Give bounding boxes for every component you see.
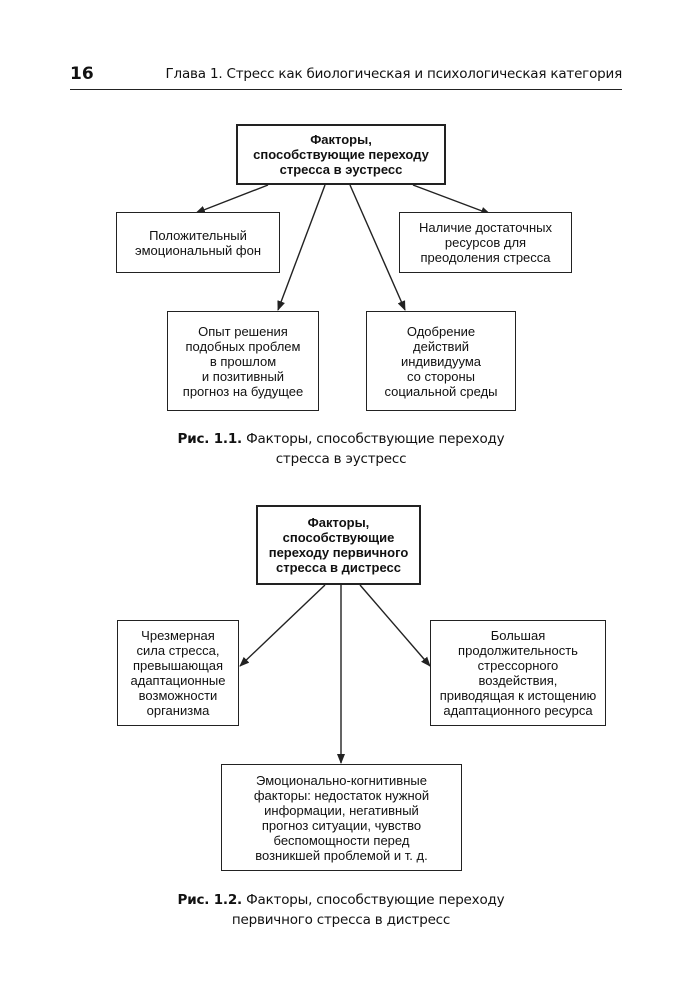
page-header: 16 Глава 1. Стресс как биологическая и п… [70,64,622,88]
fig1-caption-text: Факторы, способствующие переходу [241,431,505,447]
fig1-right-box: Наличие достаточных ресурсов для преодол… [399,212,572,273]
fig1-left-box: Положительный эмоциональный фон [116,212,280,273]
page-number: 16 [70,64,94,84]
running-head: Глава 1. Стресс как биологическая и псих… [165,66,622,82]
fig2-arrow-left [239,584,326,667]
fig1-caption-text2: стресса в эустресс [275,451,407,467]
fig1-arrow-left [195,184,269,214]
fig2-bottom-box: Эмоционально-когнитивные факторы: недост… [221,764,462,871]
fig1-arrow-bottom-right [349,184,406,311]
header-rule [70,89,622,90]
fig2-caption-text: Факторы, способствующие переходу [241,892,505,908]
fig2-left-box: Чрезмерная сила стресса, превышающая ада… [117,620,239,726]
fig2-arrow-right [359,584,431,667]
fig2-caption-text2: первичного стресса в дистресс [231,912,451,928]
fig1-arrow-bottom-left [277,184,326,311]
fig1-root-box: Факторы, способствующие переходу стресса… [236,124,446,185]
fig2-caption: Рис. 1.2. Факторы, способствующие перехо… [120,890,562,930]
fig2-caption-number: Рис. 1.2. [177,892,243,908]
fig2-right-box: Большая продолжительность стрессорного в… [430,620,606,726]
fig1-bottom-right-box: Одобрение действий индивидуума со сторон… [366,311,516,411]
fig2-root-box: Факторы, способствующие переходу первичн… [256,505,421,585]
fig1-caption-number: Рис. 1.1. [177,431,243,447]
fig1-caption: Рис. 1.1. Факторы, способствующие перехо… [120,429,562,469]
fig1-bottom-left-box: Опыт решения подобных проблем в прошлом … [167,311,319,411]
fig1-arrow-right [412,184,491,215]
